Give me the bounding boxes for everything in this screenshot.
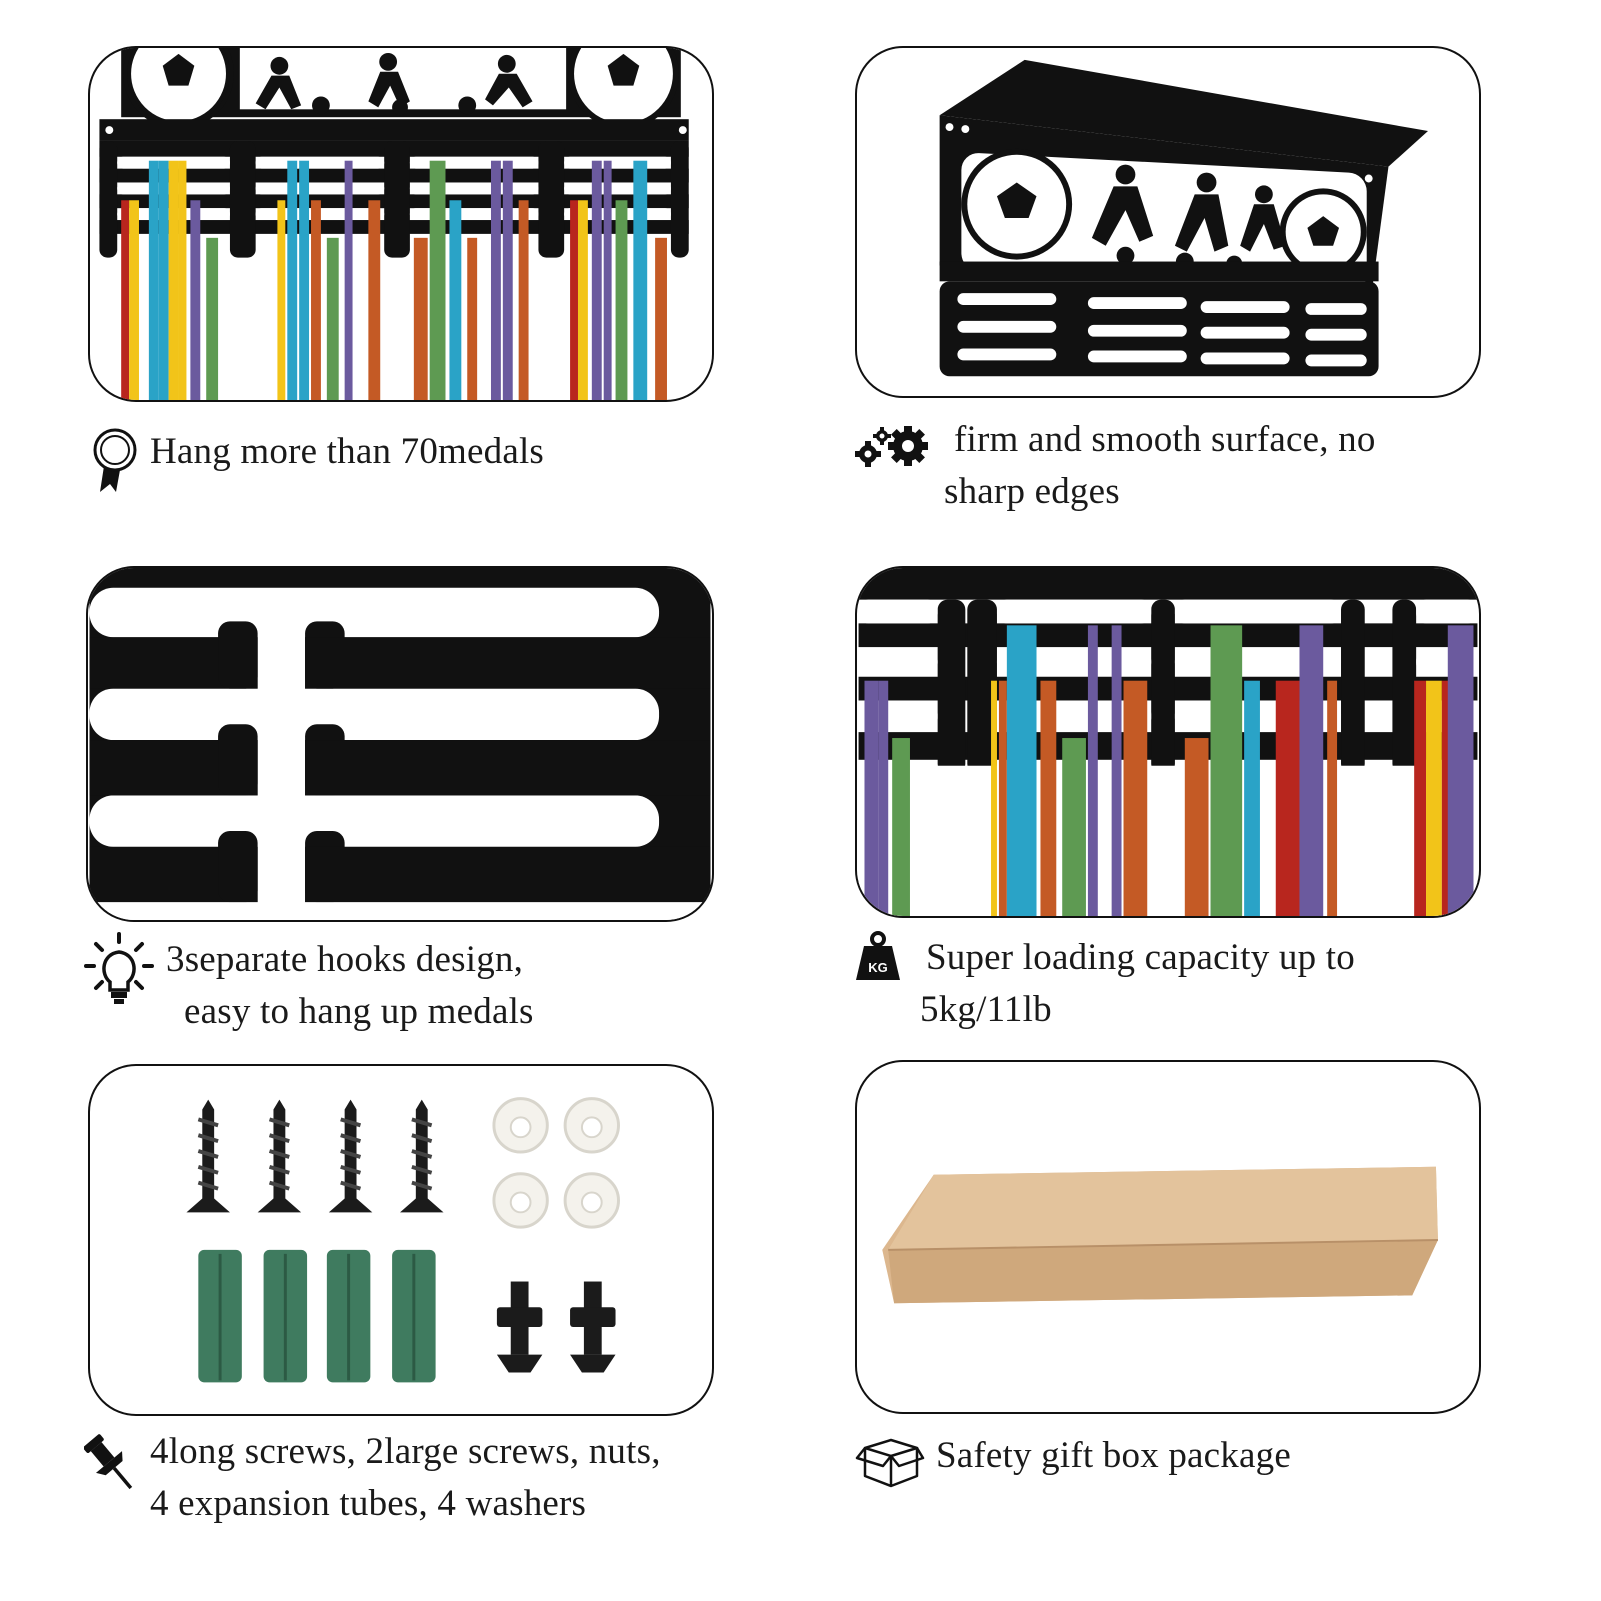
caption-line: 5kg/11lb xyxy=(920,989,1052,1030)
feature-caption-loading-capacity: Super loading capacity up to 5kg/11lb xyxy=(920,932,1355,1036)
caption-line: sharp edges xyxy=(944,471,1120,512)
gift-box-icon xyxy=(855,1436,925,1488)
feature-caption-hooks-design: 3separate hooks design, easy to hang up … xyxy=(166,934,534,1038)
caption-line: Super loading capacity up to xyxy=(926,937,1355,978)
caption-line: 4 expansion tubes, 4 washers xyxy=(150,1483,587,1524)
loaded-ribbons-photo xyxy=(855,566,1481,918)
hook-closeup-illustration xyxy=(89,568,711,920)
expansion-tubes xyxy=(198,1249,436,1383)
cardboard-box-illustration xyxy=(882,1166,1438,1304)
gift-box-photo xyxy=(855,1060,1481,1414)
caption-line: firm and smooth surface, no xyxy=(954,419,1376,460)
feature-caption-gift-box: Safety gift box package xyxy=(936,1430,1291,1482)
hanger-with-ribbons-illustration xyxy=(99,48,689,400)
hardware-kit-illustration xyxy=(186,1097,620,1383)
hanger-with-ribbons-photo xyxy=(88,46,714,402)
caption-line: 3separate hooks design, xyxy=(166,939,524,980)
large-screws-with-nuts xyxy=(496,1281,616,1373)
kg-weight-label: KG xyxy=(868,960,888,975)
caption-line: Safety gift box package xyxy=(936,1435,1291,1476)
push-pin-icon xyxy=(84,1430,134,1500)
feature-caption-smooth-surface: firm and smooth surface, no sharp edges xyxy=(944,414,1376,518)
caption-line: easy to hang up medals xyxy=(184,991,534,1032)
feature-caption-hardware-kit: 4long screws, 2large screws, nuts, 4 exp… xyxy=(150,1426,661,1530)
feature-caption-medal-capacity: Hang more than 70medals xyxy=(150,426,544,478)
caption-line: 4long screws, 2large screws, nuts, xyxy=(150,1431,661,1472)
gears-icon xyxy=(852,424,932,470)
loaded-ribbons-illustration xyxy=(858,568,1478,916)
long-screws xyxy=(186,1099,444,1213)
caption-line: Hang more than 70medals xyxy=(150,431,545,472)
hook-closeup-photo xyxy=(86,566,714,922)
hanger-shelf-illustration xyxy=(939,59,1429,377)
hardware-kit-photo xyxy=(88,1064,714,1416)
light-bulb-icon xyxy=(84,930,154,1006)
kg-weight-icon: KG xyxy=(854,930,902,982)
medal-ribbon-icon xyxy=(90,426,140,496)
hanger-shelf-angle-photo xyxy=(855,46,1481,398)
